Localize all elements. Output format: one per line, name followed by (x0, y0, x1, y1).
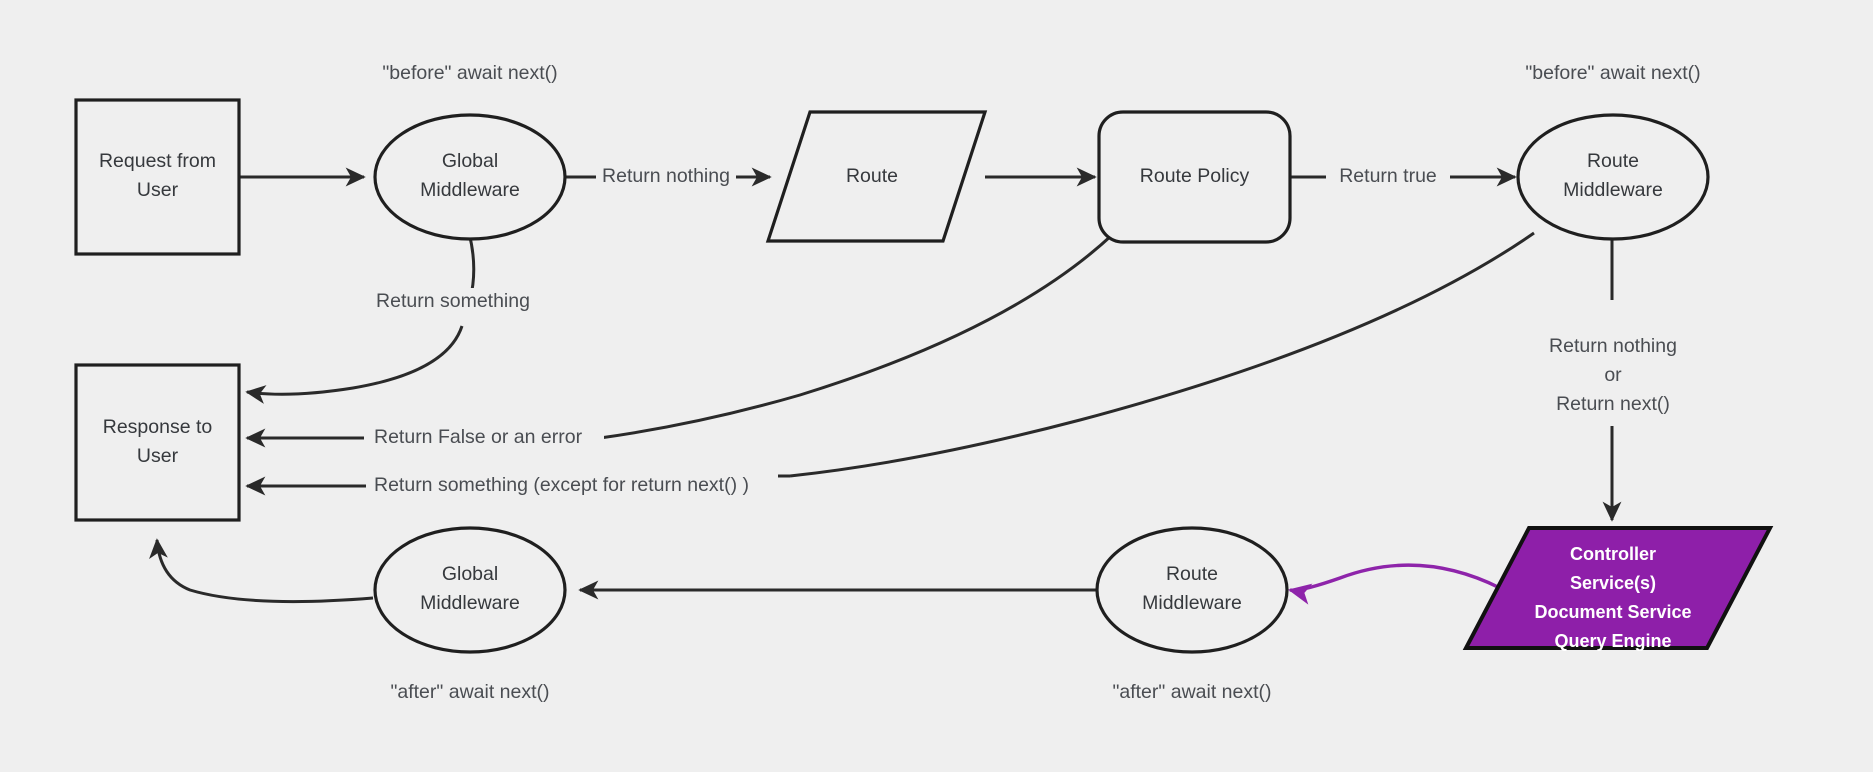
route-middleware-before-shape (1516, 113, 1710, 241)
global-middleware-after-shape (373, 526, 567, 654)
node-route[interactable]: Route (765, 110, 988, 243)
request-from-user-shape (74, 98, 241, 256)
return-false-label-bg (366, 424, 604, 452)
edge-global-middleware-after-to-response (149, 538, 374, 604)
edge-label-return-nothing-or-next-line3: Return next() (1556, 393, 1670, 415)
return-something-except-label-bg (366, 472, 778, 500)
note-after-await-next-global: "after" await next() (390, 681, 549, 703)
route-shape (765, 110, 988, 243)
route-middleware-after-label-line1: Route (1166, 563, 1218, 585)
controller-services-label-line1: Controller (1570, 544, 1656, 564)
edge-label-return-something-except: Return something (except for return next… (374, 474, 749, 496)
response-to-user-label-line2: User (137, 445, 179, 467)
controller-services-label-line4: Query Engine (1554, 631, 1671, 651)
edge-controller-to-route-middleware-after (1288, 563, 1501, 605)
route-middleware-before-label-line1: Route (1587, 150, 1639, 172)
global-middleware-before-label-line1: Global (442, 150, 498, 172)
global-middleware-after-label-line2: Middleware (420, 592, 520, 614)
edge-label-return-nothing-or-next-line2: or (1604, 364, 1622, 386)
return-something-label-bg (362, 288, 544, 316)
node-route-middleware-before[interactable]: Route Middleware (1516, 113, 1710, 241)
controller-services-label-line3: Document Service (1534, 602, 1691, 622)
route-label: Route (846, 165, 898, 187)
controller-services-label-line2: Service(s) (1570, 573, 1656, 593)
node-global-middleware-after[interactable]: Global Middleware (373, 526, 567, 654)
node-response-to-user[interactable]: Response to User (74, 363, 241, 522)
edge-label-return-true: Return true (1339, 165, 1437, 187)
route-middleware-after-shape (1095, 526, 1289, 654)
note-before-await-next-global: "before" await next() (382, 62, 557, 84)
request-from-user-label-line2: User (137, 179, 179, 201)
response-to-user-shape (74, 363, 241, 522)
note-after-await-next-route-middleware: "after" await next() (1112, 681, 1271, 703)
global-middleware-before-shape (373, 113, 567, 241)
note-before-await-next-route-middleware: "before" await next() (1525, 62, 1700, 84)
node-route-middleware-after[interactable]: Route Middleware (1095, 526, 1289, 654)
request-from-user-label-line1: Request from (99, 150, 216, 172)
route-policy-label: Route Policy (1140, 165, 1250, 187)
response-to-user-label-line1: Response to (103, 416, 213, 438)
edge-label-return-false-or-error: Return False or an error (374, 426, 583, 448)
edge-label-return-nothing: Return nothing (602, 165, 730, 187)
edge-policy-return-false-curve (599, 233, 1114, 440)
edge-routemw-return-something-curve (789, 231, 1535, 478)
return-nothing-label-bg (596, 163, 736, 191)
global-middleware-before-label-line2: Middleware (420, 179, 520, 201)
route-middleware-after-label-line2: Middleware (1142, 592, 1242, 614)
return-nothing-or-next-label-bg (1528, 332, 1700, 426)
node-global-middleware-before[interactable]: Global Middleware (373, 113, 567, 241)
edge-label-return-something: Return something (376, 290, 530, 312)
edge-global-return-something-to-response (245, 325, 464, 404)
node-request-from-user[interactable]: Request from User (74, 98, 241, 256)
controller-services-shape (1462, 526, 1774, 650)
global-middleware-after-label-line1: Global (442, 563, 498, 585)
return-true-label-bg (1326, 163, 1450, 191)
route-policy-shape (1097, 110, 1292, 244)
route-middleware-before-label-line2: Middleware (1563, 179, 1663, 201)
edge-label-return-nothing-or-next-line1: Return nothing (1549, 335, 1677, 357)
node-route-policy[interactable]: Route Policy (1097, 110, 1292, 244)
node-controller-services[interactable]: Controller Service(s) Document Service Q… (1462, 526, 1774, 651)
